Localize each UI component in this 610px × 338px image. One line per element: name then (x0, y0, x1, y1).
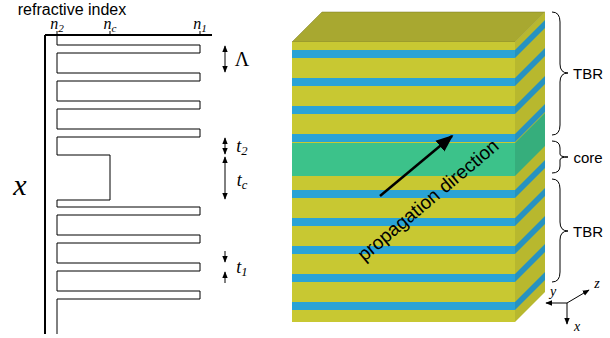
tbr-bracket (552, 179, 568, 282)
layer-band (292, 302, 515, 310)
thickness-symbol: t2 (236, 137, 247, 155)
index-symbol: n2 (50, 16, 64, 32)
index-symbol: n1 (193, 16, 207, 32)
layer-band-side (515, 272, 545, 310)
axis-symbol: y (550, 285, 556, 299)
layer-band (292, 78, 515, 86)
axis-symbol: x (574, 320, 580, 334)
layer-band-side (515, 216, 545, 254)
tc-arrow (225, 157, 226, 199)
block-front (292, 42, 515, 322)
axis-symbol: z (594, 277, 599, 291)
layer-band-side (515, 48, 545, 86)
t1-arrow (225, 272, 226, 283)
index-symbol: nc (104, 16, 117, 32)
layer-band (292, 50, 515, 58)
t1-arrow (225, 251, 226, 262)
layer-band (292, 190, 515, 198)
t2-arrow (225, 138, 226, 154)
layer-band-side (515, 76, 545, 114)
x-axis-arrow (567, 303, 568, 324)
axis-symbol: x (13, 170, 26, 200)
layer-band-side (515, 244, 545, 282)
thickness-symbol: t1 (236, 258, 247, 276)
layer-band (292, 274, 515, 282)
x-axis-line (44, 35, 46, 334)
block-top (292, 12, 545, 42)
index-axis-line (45, 34, 212, 36)
layer-stripes (292, 20, 545, 310)
layer-band (292, 134, 515, 142)
y-axis-arrow (546, 303, 567, 304)
block-side (515, 12, 545, 322)
layer-band (292, 106, 515, 114)
region-label: TBR (573, 224, 603, 239)
layer-band (292, 246, 515, 254)
z-axis-arrow (567, 290, 589, 303)
layer-band-side (515, 113, 545, 176)
tbr-bracket (552, 12, 568, 135)
layer-band-side (515, 188, 545, 226)
index-profile (57, 35, 200, 334)
region-label: TBR (573, 66, 603, 81)
core-bracket (552, 141, 568, 173)
period-arrow (225, 46, 226, 72)
layer-band-side (515, 20, 545, 58)
period-symbol: Λ (235, 49, 250, 69)
thickness-symbol: tc (237, 171, 248, 189)
region-label: core (573, 150, 602, 165)
